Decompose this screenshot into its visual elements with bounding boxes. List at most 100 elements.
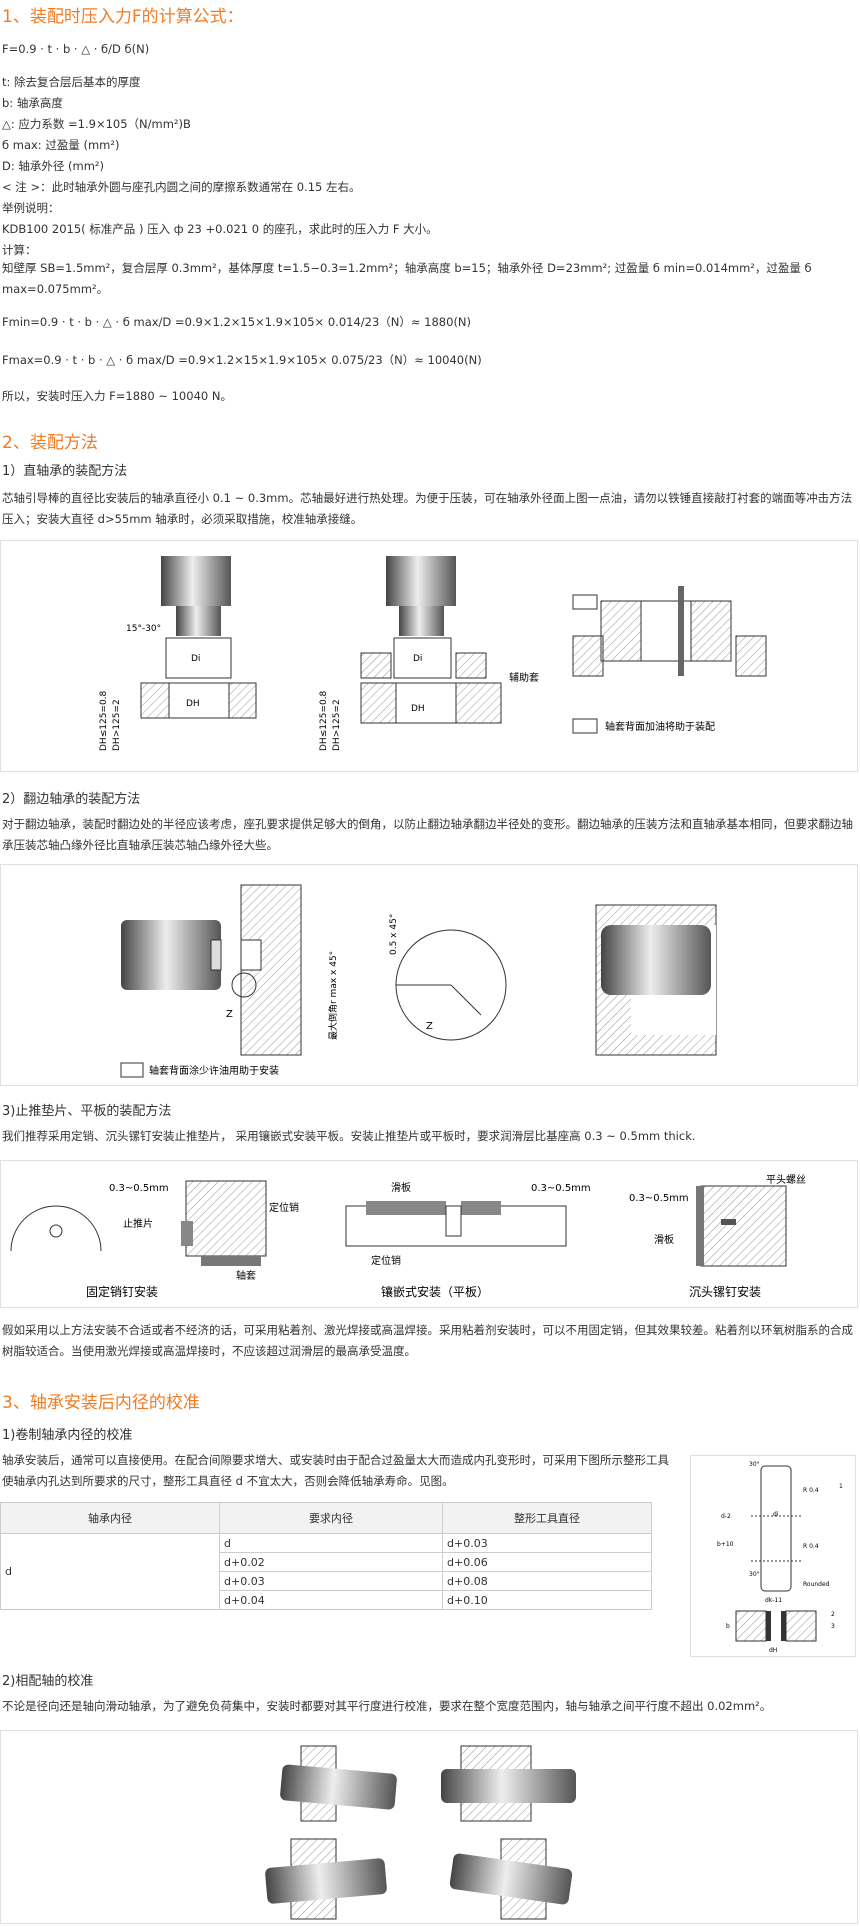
dim-b-b: DH>125=2 [332,699,342,751]
figure-shaft-alignment [0,1730,858,1924]
aux-sleeve-label: 辅助套 [509,671,539,684]
figure-straight-bearing: 15°-30° Di DH DH≤125=0.8 DH>125=2 Di DH … [0,540,858,772]
gap-2: 0.3~0.5mm [531,1183,591,1194]
oil-legend-icon [572,718,598,734]
n1: 1 [839,1483,843,1490]
cell-bearing-d: d [0,1533,220,1610]
calibration-table: 轴承内径 要求内径 整形工具直径 d d d+0.03 d+0.02 d+0.0… [0,1502,652,1610]
screw-label: 平头螺丝 [766,1174,806,1186]
section-3-title: 3、轴承安装后内径的校准 [2,1393,200,1413]
rounded-label: Rounded [803,1581,830,1588]
table-cell: d+0.06 [442,1552,652,1572]
plate-label-3: 滑板 [654,1233,674,1246]
z-label-a: Z [226,1009,233,1020]
fmax: Fmax=0.9 · t · b · △ · б max/D =0.9×1.2×… [2,353,482,367]
table-cell: d+0.08 [442,1571,652,1591]
dim-a-b: DH≤125=0.8 [319,690,329,751]
shaft-svg [265,1745,576,1920]
col-bearing-id: 轴承内径 [0,1502,220,1534]
n3: 3 [831,1623,835,1630]
sub-rolled-title: 1)卷制轴承内径的校准 [2,1428,133,1443]
table-cell: d+0.03 [219,1571,443,1591]
def-b: b: 轴承高度 [2,96,63,110]
example-text: KDB100 2015( 标准产品 ) 压入 ф 23 +0.021 0 的座孔… [2,222,438,236]
figure-straight-svg: 15°-30° Di DH DH≤125=0.8 DH>125=2 Di DH … [99,556,767,751]
sub-thrust-title: 3)止推垫片、平板的装配方法 [2,1104,172,1119]
oil-legend-2: 轴套背面涂少许油用助于安装 [149,1064,279,1077]
note: < 注 >：此时轴承外圆与座孔内圆之间的摩擦系数通常在 0.15 左右。 [2,180,361,194]
figure-sizing-tool: 30° 30° R 0.4 R 0.4 d-2 b+10 di dk-11 Ro… [690,1455,856,1657]
figure-thrust-svg: 0.3~0.5mm 定位销 止推片 轴套 固定销钉安装 滑板 0.3~0.5mm… [10,1174,806,1299]
gap-3: 0.3~0.5mm [629,1193,689,1204]
press-pin [176,606,221,636]
di-label-a: Di [191,654,200,664]
dk-tool: dk-11 [765,1597,782,1604]
oil-legend: 轴套背面加油将助于装配 [605,720,715,733]
bolt [678,586,684,676]
angle-label: 15°-30° [126,624,161,634]
dh-label-b: DH [411,704,425,714]
sub-shaft-title: 2)相配轴的校准 [2,1674,94,1689]
col-required-id: 要求内径 [219,1502,443,1534]
r2: R 0.4 [803,1543,819,1550]
table-cell: d+0.04 [219,1590,443,1610]
def-delta: △: 应力系数 =1.9×105（N/mm²)B [2,117,191,131]
result: 所以，安装时压入力 F=1880 ~ 10040 N。 [2,389,232,403]
table-cell: d [219,1533,443,1553]
caption-inlay: 镶嵌式安装（平板） [381,1284,489,1299]
di-label-b: Di [413,654,422,664]
calc-text: 知壁厚 SB=1.5mm²，复合层厚 0.3mm²，基体厚度 t=1.5−0.3… [2,261,812,296]
t30b: 30° [749,1571,760,1578]
caption-pin: 固定销钉安装 [86,1284,158,1299]
dh-label-a: DH [186,699,200,709]
b-label: b [726,1623,730,1630]
pin-label-1: 定位销 [269,1201,299,1214]
plate-label-2: 滑板 [391,1181,411,1194]
formula: F=0.9 · t · b · △ · б/D б(N) [2,42,150,56]
def-d: D: 轴承外径 (mm²) [2,159,105,173]
dim-a: DH≤125=0.8 [99,690,109,751]
r1: R 0.4 [803,1487,819,1494]
section-2-title: 2、装配方法 [2,433,98,453]
sub-thrust-text: 我们推荐采用定销、沉头镙钉安装止推垫片， 采用镶嵌式安装平板。安装止推垫片或平板… [2,1129,696,1143]
chamfer-label: 最大倒角r max x 45° [327,951,339,1040]
example-label: 举例说明： [2,201,60,215]
table-cell: d+0.02 [219,1552,443,1572]
figure-thrust: 0.3~0.5mm 定位销 止推片 轴套 固定销钉安装 滑板 0.3~0.5mm… [0,1160,858,1308]
def-smax: б max: 过盈量 (mm²) [2,138,120,152]
col-tool-dia: 整形工具直径 [442,1502,652,1534]
figure-flange-svg: Z 最大倒角r max x 45° 0.5 x 45° Z 轴套背面涂少许油用助… [120,884,717,1078]
t30a: 30° [749,1461,760,1468]
sizing-tool-svg: 30° 30° R 0.4 R 0.4 d-2 b+10 di dk-11 Ro… [717,1461,843,1654]
d2: d-2 [721,1513,731,1520]
press-head [161,556,231,606]
dim-b: DH>125=2 [112,699,122,751]
dh-tool: dH [769,1647,777,1654]
di-tool: di [773,1511,779,1518]
n2: 2 [831,1611,835,1618]
table-cell: d+0.10 [442,1590,652,1610]
def-t: t: 除去复合层后基本的厚度 [2,75,141,89]
section-1-title: 1、装配时压入力F的计算公式： [2,7,244,27]
table-cell: d+0.03 [442,1533,652,1553]
oil-icon [572,594,598,610]
sleeve-label: 轴套 [236,1269,256,1282]
sub-straight-text: 芯轴引导棒的直径比安装后的轴承直径小 0.1 ~ 0.3mm。芯轴最好进行热处理… [2,491,853,526]
sub-shaft-text: 不论是径向还是轴向滑动轴承，为了避免负荷集中，安装时都要对其平行度进行校准，要求… [2,1699,772,1713]
figure-flange-bearing: Z 最大倒角r max x 45° 0.5 x 45° Z 轴套背面涂少许油用助… [0,864,858,1086]
sub-flange-title: 2）翻边轴承的装配方法 [2,792,141,807]
caption-screw: 沉头镙钉安装 [689,1284,761,1299]
oil-legend-icon-2 [120,1062,144,1078]
b10: b+10 [717,1541,734,1548]
z-label-b: Z [426,1021,433,1032]
gap-1: 0.3~0.5mm [109,1183,169,1194]
pin-label-2: 定位销 [371,1254,401,1267]
fmin: Fmin=0.9 · t · b · △ · б max/D =0.9×1.2×… [2,315,472,329]
sub-flange-text: 对于翻边轴承，装配时翻边处的半径应该考虑，座孔要求提供足够大的倒角，以防止翻边轴… [2,817,853,852]
after-text: 假如采用以上方法安装不合适或者不经济的话，可采用粘着剂、激光焊接或高温焊接。采用… [2,1323,853,1358]
washer-label: 止推片 [123,1217,153,1230]
sub-rolled-text: 轴承安装后，通常可以直接使用。在配合间隙要求增大、或安装时由于配合过盈量太大而造… [2,1453,669,1488]
sub-straight-title: 1）直轴承的装配方法 [2,464,128,479]
calc-label: 计算： [2,243,37,257]
small-chamfer: 0.5 x 45° [389,914,399,955]
